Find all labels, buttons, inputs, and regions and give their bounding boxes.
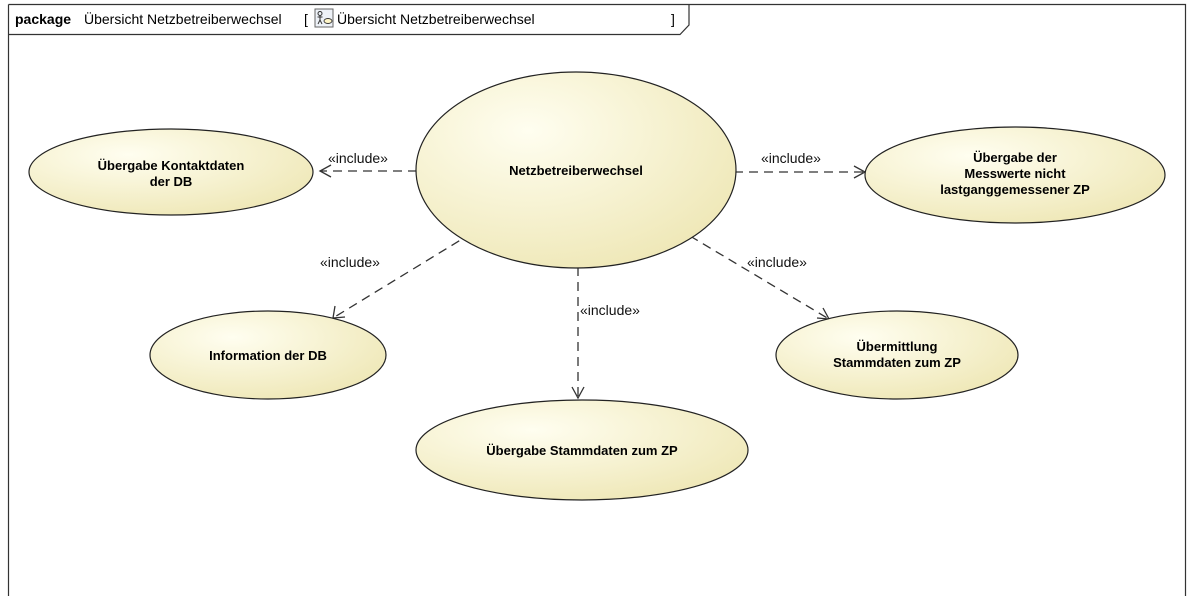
- svg-text:Übergabe Stammdaten zum ZP: Übergabe Stammdaten zum ZP: [486, 443, 678, 458]
- use-case-uebermittlung-stammdaten[interactable]: Übermittlung Stammdaten zum ZP: [775, 310, 1019, 400]
- svg-text:Übermittlung: Übermittlung: [857, 339, 938, 354]
- include-relation-kontaktdaten[interactable]: «include»: [318, 150, 417, 178]
- include-label: «include»: [747, 254, 807, 270]
- use-case-diagram-icon: [314, 8, 334, 28]
- svg-text:Übergabe der: Übergabe der: [973, 150, 1057, 165]
- package-name: Übersicht Netzbetreiberwechsel: [84, 10, 282, 27]
- package-name-tab: [8, 4, 690, 36]
- include-label: «include»: [761, 150, 821, 166]
- bracket-close: ]: [671, 11, 675, 27]
- include-relation-information[interactable]: «include»: [320, 232, 473, 319]
- include-label: «include»: [320, 254, 380, 270]
- svg-text:Information der DB: Information der DB: [209, 348, 327, 363]
- include-label: «include»: [328, 150, 388, 166]
- svg-text:Netzbetreiberwechsel: Netzbetreiberwechsel: [509, 163, 643, 178]
- svg-text:der DB: der DB: [150, 174, 193, 189]
- use-case-uebergabe-messwerte[interactable]: Übergabe der Messwerte nicht lastganggem…: [864, 126, 1166, 224]
- package-keyword: package: [15, 11, 71, 27]
- bracket-open: [: [304, 11, 308, 27]
- use-case-uebergabe-stammdaten[interactable]: Übergabe Stammdaten zum ZP: [415, 399, 749, 501]
- svg-text:Messwerte nicht: Messwerte nicht: [964, 166, 1066, 181]
- package-frame: [7, 3, 1187, 596]
- include-relation-stammdaten-uebergabe[interactable]: «include»: [571, 267, 640, 400]
- use-case-uebergabe-kontaktdaten[interactable]: Übergabe Kontaktdaten der DB: [28, 128, 314, 216]
- use-case-information-der-db[interactable]: Information der DB: [149, 310, 387, 400]
- diagram-name: Übersicht Netzbetreiberwechsel: [337, 10, 535, 27]
- svg-text:lastganggemessener ZP: lastganggemessener ZP: [940, 182, 1090, 197]
- svg-text:Übergabe Kontaktdaten: Übergabe Kontaktdaten: [98, 158, 245, 173]
- include-relation-stammdaten-uebermittlung[interactable]: «include»: [689, 235, 831, 320]
- include-relation-messwerte[interactable]: «include»: [734, 150, 867, 179]
- use-case-netzbetreiberwechsel[interactable]: Netzbetreiberwechsel: [415, 71, 737, 269]
- include-label: «include»: [580, 302, 640, 318]
- svg-text:Stammdaten zum ZP: Stammdaten zum ZP: [833, 355, 961, 370]
